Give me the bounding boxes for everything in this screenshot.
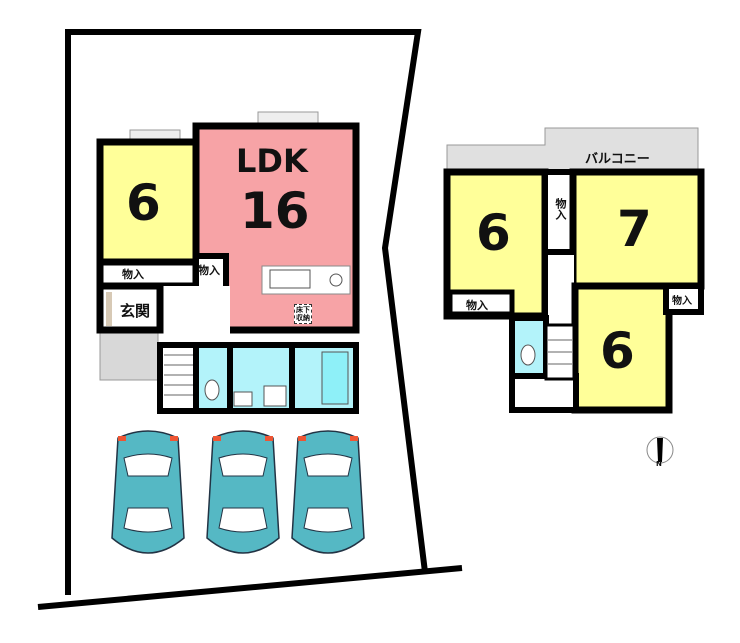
closet-ldk (193, 253, 229, 293)
toilet-icon (204, 379, 220, 401)
closet-left-2f-label: 物入 (466, 299, 488, 312)
second-floor (443, 127, 705, 414)
car-icon (291, 430, 365, 554)
room-left-2f-size: 6 (476, 204, 511, 262)
room-bottom-2f-size: 6 (600, 322, 635, 380)
stove (329, 273, 343, 287)
toilet-icon-2f (520, 344, 536, 366)
first-floor (96, 111, 360, 414)
closet-right-2f-label: 物入 (672, 296, 692, 307)
car-icon (111, 430, 185, 554)
compass-icon (646, 436, 674, 464)
closet-right-2f (663, 283, 704, 315)
ldk-size: 16 (240, 182, 310, 240)
stair-treads-2f (548, 339, 572, 365)
closet-1f (96, 258, 202, 290)
bathtub-icon (321, 351, 349, 405)
entrance-step (106, 292, 112, 326)
room-bottom-2f (571, 282, 673, 414)
hall (160, 286, 230, 346)
stairs-2f (509, 373, 579, 413)
compass-north-label: N (656, 460, 662, 468)
hall-2f (548, 255, 574, 325)
porch (99, 327, 159, 381)
room-7-size: 7 (617, 200, 652, 258)
bedroom-1f-size: 6 (126, 174, 161, 232)
sink (269, 269, 311, 289)
ldk-label: LDK (236, 142, 308, 180)
closet-vertical-label: 物入 (554, 198, 567, 220)
balcony-label: バルコニー (585, 152, 650, 167)
entrance-label: 玄関 (120, 302, 151, 320)
lot-boundary (37, 29, 463, 610)
parking-area (111, 430, 365, 554)
car-icon (206, 430, 280, 554)
closet-1f-label: 物入 (122, 268, 144, 281)
closet-left-2f (447, 289, 515, 317)
stair-treads (164, 354, 193, 396)
underfloor-storage-label: 床下収納 (294, 304, 312, 324)
toilet-1f (193, 342, 233, 414)
washbasin-icon (233, 391, 253, 407)
balcony (446, 127, 699, 176)
closet-ldk-label: 物入 (198, 264, 220, 277)
washer-icon (263, 385, 287, 407)
